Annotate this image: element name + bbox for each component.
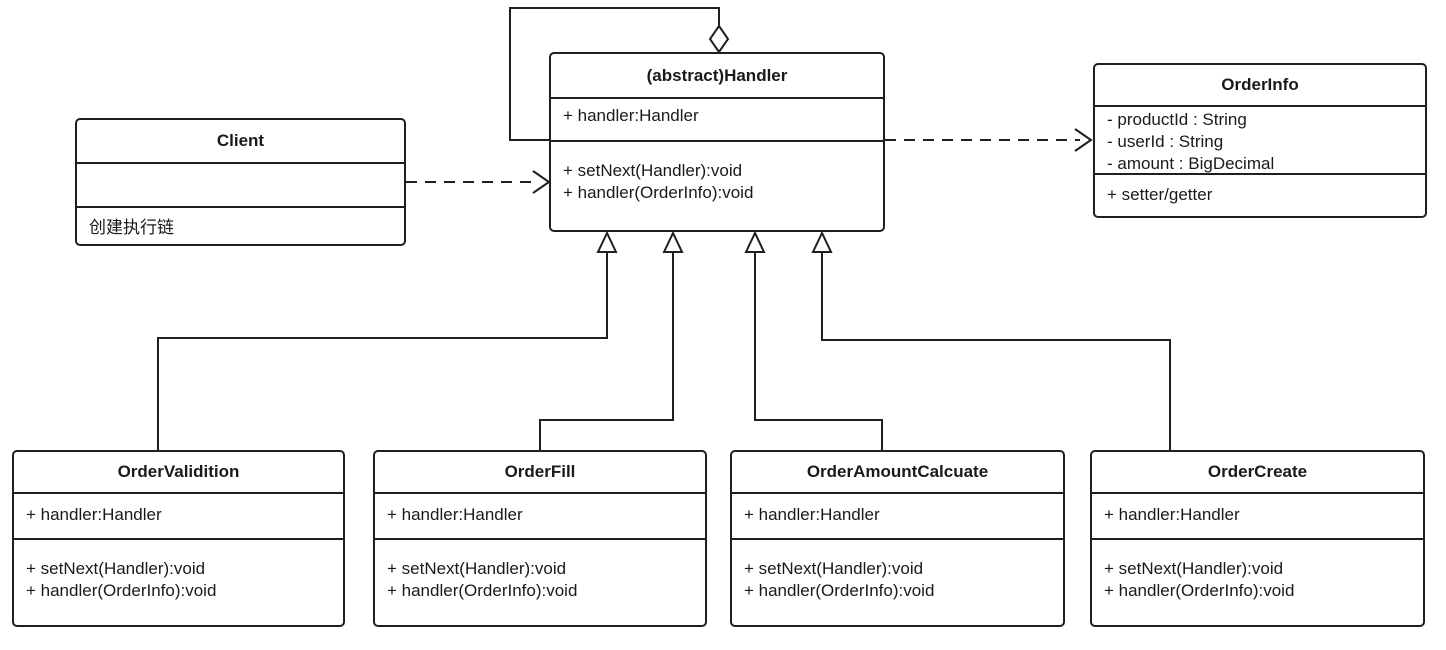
attribute-label: + handler:Handler (387, 505, 523, 524)
method-label: + handler(OrderInfo):void (26, 581, 217, 600)
inheritance-line-ordervalidition (157, 252, 608, 450)
class-methods: 创建执行链 (77, 206, 404, 244)
class-methods: + setNext(Handler):void + handler(OrderI… (551, 140, 883, 230)
client-handler-arrowhead-icon (532, 170, 551, 194)
inheritance-line-ordercreate (821, 252, 1171, 450)
inheritance-triangle-icon (596, 230, 618, 253)
class-methods: + setNext(Handler):void + handler(OrderI… (14, 538, 343, 625)
class-title: Client (216, 131, 265, 150)
class-title: OrderValidition (117, 462, 240, 481)
class-orderfill: OrderFill + handler:Handler + setNext(Ha… (373, 450, 707, 627)
method-label: + setNext(Handler):void (387, 559, 567, 578)
class-attributes: + handler:Handler (551, 97, 883, 140)
class-attributes: + handler:Handler (1092, 492, 1423, 538)
class-attributes (77, 162, 404, 206)
class-attributes: - productId : String - userId : String -… (1095, 105, 1425, 173)
handler-orderinfo-arrowhead-icon (1074, 128, 1093, 152)
attribute-label: + handler:Handler (563, 106, 699, 125)
class-attributes: + handler:Handler (375, 492, 705, 538)
class-attributes: + handler:Handler (732, 492, 1063, 538)
method-label: + setNext(Handler):void (563, 161, 743, 180)
self-aggregation-line (509, 7, 720, 141)
class-methods: + setter/getter (1095, 173, 1425, 216)
method-label: + setNext(Handler):void (1104, 559, 1284, 578)
inheritance-line-orderamountcalcuate (754, 252, 883, 450)
class-ordervalidition: OrderValidition + handler:Handler + setN… (12, 450, 345, 627)
class-title: OrderCreate (1207, 462, 1308, 481)
inheritance-line-orderfill (539, 252, 674, 450)
class-orderinfo: OrderInfo - productId : String - userId … (1093, 63, 1427, 218)
inheritance-triangle-icon (662, 230, 684, 253)
attribute-label: + handler:Handler (744, 505, 880, 524)
class-client: Client 创建执行链 (75, 118, 406, 246)
method-label: + handler(OrderInfo):void (744, 581, 935, 600)
attribute-label: - amount : BigDecimal (1107, 154, 1275, 173)
class-title: OrderAmountCalcuate (806, 462, 989, 481)
attribute-label: - productId : String (1107, 110, 1247, 129)
method-label: 创建执行链 (89, 218, 174, 237)
inheritance-triangle-icon (811, 230, 833, 253)
aggregation-diamond-icon (708, 24, 730, 54)
class-orderamountcalcuate: OrderAmountCalcuate + handler:Handler + … (730, 450, 1065, 627)
class-methods: + setNext(Handler):void + handler(OrderI… (1092, 538, 1423, 625)
attribute-label: - userId : String (1107, 132, 1224, 151)
attribute-label: + handler:Handler (26, 505, 162, 524)
method-label: + handler(OrderInfo):void (1104, 581, 1295, 600)
method-label: + handler(OrderInfo):void (563, 183, 754, 202)
class-title: OrderInfo (1221, 75, 1299, 94)
inheritance-triangle-icon (744, 230, 766, 253)
class-methods: + setNext(Handler):void + handler(OrderI… (375, 538, 705, 625)
class-methods: + setNext(Handler):void + handler(OrderI… (732, 538, 1063, 625)
class-title: OrderFill (504, 462, 576, 481)
class-ordercreate: OrderCreate + handler:Handler + setNext(… (1090, 450, 1425, 627)
attribute-label: + handler:Handler (1104, 505, 1240, 524)
method-label: + setNext(Handler):void (26, 559, 206, 578)
class-handler: (abstract)Handler + handler:Handler + se… (549, 52, 885, 232)
method-label: + setNext(Handler):void (744, 559, 924, 578)
method-label: + handler(OrderInfo):void (387, 581, 578, 600)
class-title: (abstract)Handler (646, 65, 788, 85)
method-label: + setter/getter (1107, 185, 1213, 204)
class-attributes: + handler:Handler (14, 492, 343, 538)
